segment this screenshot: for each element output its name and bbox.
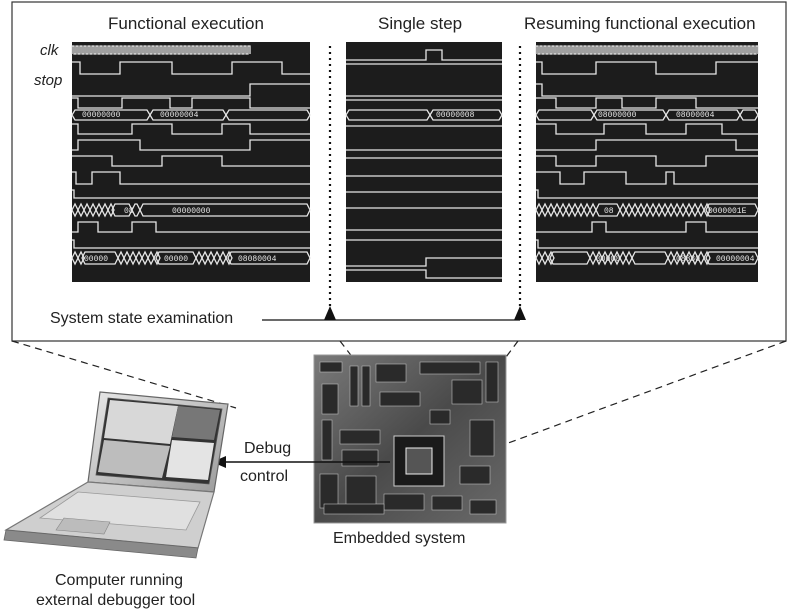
resume-hex-3: 0000001E xyxy=(708,207,747,216)
resume-hex-4: 00000 xyxy=(596,255,621,264)
waveform-trace xyxy=(72,155,310,167)
stop-signal-label: stop xyxy=(34,72,63,89)
func-hex-3: 00000000 xyxy=(172,207,211,216)
waveform-trace xyxy=(71,45,251,55)
waveform-trace xyxy=(107,202,115,218)
resuming-panel xyxy=(536,42,758,282)
resume-hex-2: 08000004 xyxy=(676,111,715,120)
pcb-component xyxy=(485,361,499,403)
waveform-trace xyxy=(429,109,503,121)
waveform-trace xyxy=(346,269,502,279)
func-hex-2: 00000004 xyxy=(160,111,199,120)
resume-hex-5: 08880 xyxy=(676,255,701,264)
waveform-trace xyxy=(536,61,758,75)
resume-hex-1: 08000000 xyxy=(598,111,637,120)
single-step-panel xyxy=(346,42,502,282)
waveform-trace xyxy=(72,83,310,97)
pcb-component xyxy=(349,365,359,407)
computer-label-2: external debugger tool xyxy=(36,592,196,609)
functional-title: Functional execution xyxy=(108,14,264,33)
embedded-label: Embedded system xyxy=(333,530,466,547)
waveform-trace xyxy=(77,250,85,266)
pcb-component xyxy=(319,361,343,373)
pcb-component xyxy=(459,465,491,485)
waveform-trace xyxy=(72,61,310,75)
waveform-trace xyxy=(547,250,555,266)
waveform-trace xyxy=(703,202,711,218)
waveform-trace xyxy=(536,189,758,199)
waveform-trace xyxy=(703,250,711,266)
func-hex-6: 08080004 xyxy=(238,255,277,264)
waveform-trace xyxy=(536,171,758,185)
pcb-component xyxy=(345,475,377,507)
waveform-trace xyxy=(72,171,310,185)
waveform-trace xyxy=(739,109,759,121)
embedded-board-image xyxy=(313,354,507,524)
resume-chip-1: 08 xyxy=(604,207,614,216)
waveform-trace xyxy=(705,251,759,265)
pcb-component xyxy=(451,379,483,405)
zoom-line-right-1 xyxy=(461,340,787,461)
waveform-trace xyxy=(536,139,758,151)
waveform-trace xyxy=(72,139,310,151)
waveform-trace xyxy=(536,155,758,167)
pcb-component xyxy=(419,361,481,375)
debug-label-2: control xyxy=(240,468,289,485)
func-chip-1: 08 xyxy=(124,207,134,216)
arrow-up-right xyxy=(514,306,526,320)
waveform-trace xyxy=(72,123,310,135)
single-step-title: Single step xyxy=(378,14,463,33)
waveform-trace xyxy=(536,97,758,109)
debug-label-1: Debug xyxy=(244,440,292,457)
waveform-trace xyxy=(139,203,311,217)
pcb-component xyxy=(429,409,451,425)
waveform-trace xyxy=(225,250,233,266)
pcb-component xyxy=(361,365,371,407)
waveform-traces xyxy=(71,45,759,279)
pcb-component xyxy=(323,503,385,515)
waveform-trace xyxy=(346,257,502,267)
waveform-trace xyxy=(346,49,502,61)
pcb-component xyxy=(321,383,339,415)
arrow-up-left xyxy=(324,306,336,320)
pcb-component xyxy=(379,391,421,407)
pcb-component xyxy=(341,449,379,467)
waveform-trace xyxy=(227,251,311,265)
waveform-trace xyxy=(536,221,758,233)
pcb-component xyxy=(383,493,425,511)
resume-hex-6: 00000004 xyxy=(716,255,755,264)
func-hex-4: 00000 xyxy=(84,255,109,264)
waveform-trace xyxy=(72,221,310,233)
waveform-trace xyxy=(536,239,758,249)
pcb-component xyxy=(319,473,339,509)
waveform-trace xyxy=(225,109,311,121)
functional-panel xyxy=(72,42,310,282)
pcb-component xyxy=(469,419,495,457)
waveform-trace xyxy=(705,203,759,217)
waveform-trace xyxy=(536,83,758,97)
waveform-trace xyxy=(72,189,310,199)
waveform-trace xyxy=(153,250,161,266)
laptop-image xyxy=(3,391,229,559)
pcb-component xyxy=(431,495,463,511)
waveform-trace xyxy=(535,45,759,55)
func-hex-1: 00000000 xyxy=(82,111,121,120)
waveform-trace xyxy=(536,123,758,135)
waveform-trace xyxy=(72,239,310,249)
step-hex-1: 00000008 xyxy=(436,111,475,120)
pcb-component xyxy=(375,363,407,383)
pcb-component xyxy=(339,429,381,445)
waveform-trace xyxy=(72,97,310,109)
zoom-line-left-1 xyxy=(11,340,237,409)
pcb-component xyxy=(469,499,497,515)
computer-label-1: Computer running xyxy=(55,572,184,589)
resuming-title: Resuming functional execution xyxy=(524,14,756,33)
pcb-component xyxy=(321,419,333,461)
state-exam-label: System state examination xyxy=(50,310,234,327)
func-hex-5: 00000 xyxy=(164,255,189,264)
clk-signal-label: clk xyxy=(40,42,59,59)
